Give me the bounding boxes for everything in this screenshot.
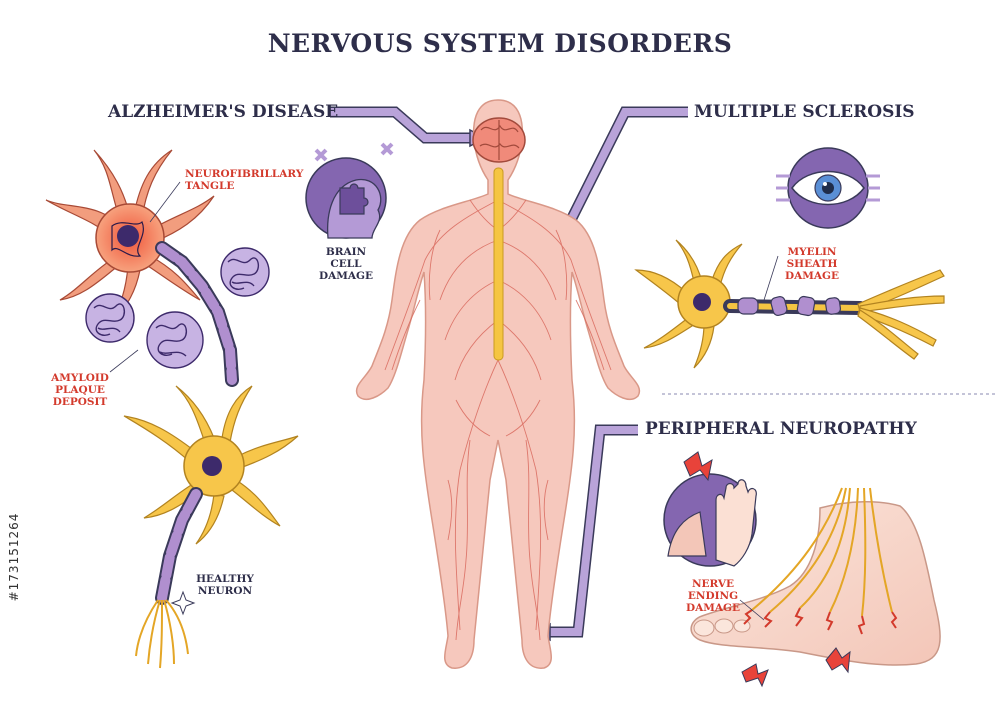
page-title: NERVOUS SYSTEM DISORDERS xyxy=(267,29,733,58)
section-title-peripheral-neuropathy: PERIPHERAL NEUROPATHY xyxy=(645,419,917,439)
damaged-nerve-endings xyxy=(743,607,898,635)
label-amyloid-plaque: AMYLOID PLAQUE DEPOSIT xyxy=(51,372,109,409)
amyloid-plaque xyxy=(146,311,204,369)
section-title-multiple-sclerosis: MULTIPLE SCLEROSIS xyxy=(694,102,915,122)
stock-id-watermark: #173151264 xyxy=(2,470,26,650)
section-title-alzheimers: ALZHEIMER'S DISEASE xyxy=(108,102,339,122)
lightning-icon xyxy=(683,451,713,482)
label-pointers xyxy=(109,181,779,621)
brain-icon xyxy=(472,117,526,163)
x-mark-icon xyxy=(314,148,328,162)
eye-icon xyxy=(776,147,880,229)
arrow-alzheimers-to-brain xyxy=(330,106,487,148)
label-neurofibrillary-tangle: NEUROFIBRILLARY TANGLE xyxy=(185,168,304,193)
spinal-cord xyxy=(493,167,504,361)
amyloid-plaque xyxy=(220,247,270,297)
neurofibrillary-tangle-scribble xyxy=(111,220,144,257)
healthy-neuron xyxy=(123,385,299,669)
stock-id-text: #173151264 xyxy=(7,512,21,602)
damaged-neuron xyxy=(45,149,239,387)
lightning-icon xyxy=(741,663,769,688)
sparkle-icon xyxy=(170,590,196,616)
pain-icon xyxy=(663,451,757,567)
nerve-network xyxy=(384,199,612,641)
label-brain-cell-damage: BRAIN CELL DAMAGE xyxy=(319,246,373,283)
amyloid-plaque-cluster xyxy=(85,247,270,369)
amyloid-plaque xyxy=(85,293,135,343)
x-mark-icon xyxy=(380,142,394,156)
label-nerve-ending-damage: NERVE ENDING DAMAGE xyxy=(686,578,740,615)
myelin-segments xyxy=(737,295,841,317)
label-healthy-neuron: HEALTHY NEURON xyxy=(196,573,254,598)
ms-neuron xyxy=(634,239,945,369)
foot-illustration xyxy=(690,487,941,688)
lightning-icon xyxy=(825,647,851,674)
human-body-figure xyxy=(355,99,641,669)
brain-cell-damage-icon xyxy=(305,142,394,239)
label-myelin-sheath-damage: MYELIN SHEATH DAMAGE xyxy=(785,246,839,283)
foot-nerves xyxy=(751,487,893,617)
